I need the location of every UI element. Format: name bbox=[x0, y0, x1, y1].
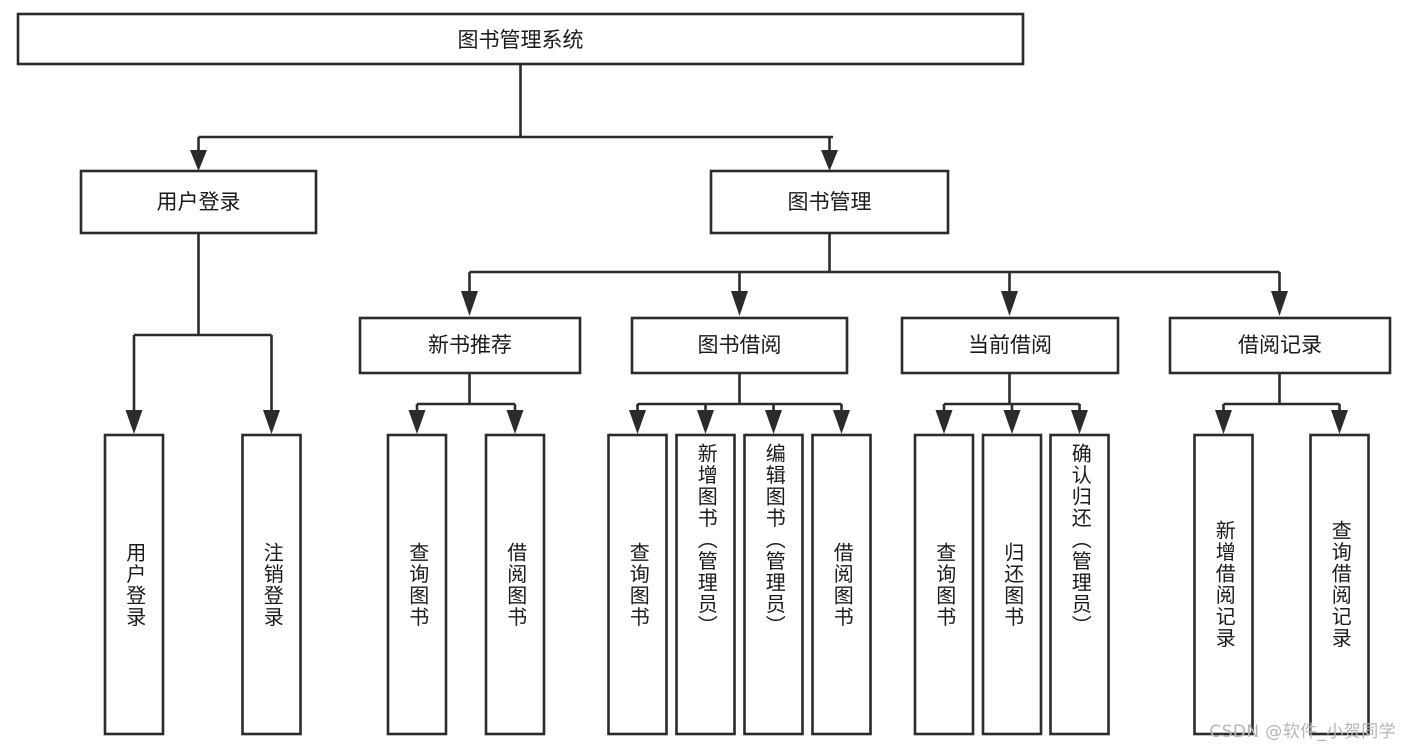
arrowhead-leaf-add-record bbox=[1215, 410, 1232, 434]
arrowhead-leaf-borrow-book-2 bbox=[833, 410, 850, 434]
node-leaf-borrow-book-2[interactable] bbox=[811, 433, 872, 736]
node-book-manage[interactable] bbox=[709, 169, 950, 235]
node-current-borrow[interactable] bbox=[900, 316, 1120, 375]
arrowhead-leaf-query-book-2 bbox=[629, 410, 646, 434]
watermark: CSDN @软件_小贺同学 bbox=[1209, 722, 1396, 742]
node-layer: 图书管理系统 用户登录 图书管理 新书推荐 图书借阅 当前借阅 借阅记录 bbox=[16, 12, 1392, 736]
arrowhead-leaf-return-book bbox=[1003, 410, 1021, 434]
arrowhead-leaf-query-book-3 bbox=[935, 410, 953, 434]
node-new-book-recommend-label: 新书推荐 bbox=[428, 333, 512, 357]
arrowhead-book-borrow bbox=[731, 291, 748, 316]
node-book-manage-label: 图书管理 bbox=[788, 190, 872, 214]
node-leaf-return-book[interactable] bbox=[981, 433, 1043, 736]
node-current-borrow-label: 当前借阅 bbox=[968, 333, 1052, 357]
node-leaf-query-book-1[interactable] bbox=[386, 433, 448, 736]
node-leaf-user-login[interactable] bbox=[103, 433, 165, 736]
node-root-label: 图书管理系统 bbox=[458, 28, 584, 52]
arrowhead-leaf-add-book bbox=[697, 410, 714, 434]
arrowhead-leaf-confirm-return bbox=[1071, 410, 1088, 434]
node-leaf-query-record[interactable] bbox=[1309, 433, 1370, 736]
node-user-login[interactable] bbox=[79, 169, 318, 235]
arrowhead-leaf-user-login bbox=[125, 410, 143, 434]
arrowhead-leaf-query-book-1 bbox=[408, 410, 426, 434]
arrowhead-leaf-edit-book bbox=[765, 410, 782, 434]
node-user-login-label: 用户登录 bbox=[157, 190, 241, 214]
node-leaf-edit-book[interactable] bbox=[743, 433, 804, 736]
arrowhead-leaf-query-record bbox=[1331, 410, 1348, 434]
node-borrow-record[interactable] bbox=[1168, 316, 1392, 375]
node-leaf-add-book[interactable] bbox=[675, 433, 736, 736]
arrowhead-leaf-user-logout bbox=[263, 410, 280, 434]
node-root[interactable] bbox=[16, 12, 1025, 66]
arrowhead-current-borrow bbox=[1001, 291, 1018, 316]
node-book-borrow[interactable] bbox=[630, 316, 849, 375]
node-leaf-borrow-book-1[interactable] bbox=[484, 433, 546, 736]
node-leaf-confirm-return[interactable] bbox=[1049, 433, 1110, 736]
node-borrow-record-label: 借阅记录 bbox=[1238, 333, 1322, 357]
arrowhead-user-login bbox=[190, 150, 207, 171]
node-leaf-user-logout[interactable] bbox=[241, 433, 302, 736]
arrowhead-leaf-borrow-book-1 bbox=[506, 410, 524, 434]
node-book-borrow-label: 图书借阅 bbox=[698, 333, 782, 357]
arrowhead-book-manage bbox=[821, 150, 838, 171]
arrowhead-borrow-record bbox=[1271, 291, 1288, 316]
node-leaf-add-record[interactable] bbox=[1193, 433, 1254, 736]
node-new-book-recommend[interactable] bbox=[358, 316, 582, 375]
node-leaf-query-book-3[interactable] bbox=[913, 433, 975, 736]
arrowhead-new-book-recommend bbox=[461, 291, 478, 316]
connector-layer bbox=[125, 64, 1348, 434]
node-leaf-query-book-2[interactable] bbox=[607, 433, 668, 736]
